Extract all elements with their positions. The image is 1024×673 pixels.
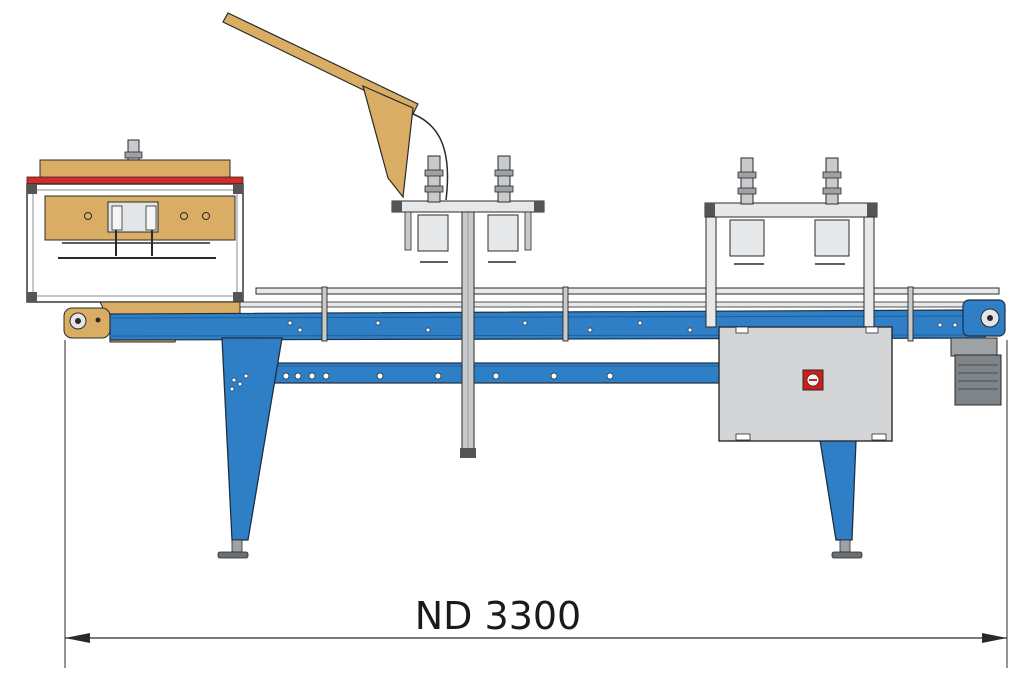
pneumatic-cylinder-icon bbox=[822, 157, 842, 205]
pulley-gear-icon bbox=[63, 307, 111, 339]
lower-stretcher-beam bbox=[239, 362, 721, 384]
top-rail bbox=[26, 176, 244, 185]
arrow-right-icon bbox=[982, 633, 1007, 643]
arrow-left-icon bbox=[65, 633, 90, 643]
center-closing-station bbox=[391, 155, 545, 263]
upper-guide-rail bbox=[239, 287, 1001, 308]
right-closing-frame bbox=[704, 157, 878, 328]
overall-length-dimension: ND 3300 bbox=[64, 340, 1008, 668]
pneumatic-cylinder-icon bbox=[737, 157, 757, 205]
right-leg bbox=[819, 439, 863, 559]
dimension-label: ND 3300 bbox=[415, 594, 581, 638]
center-support-column bbox=[460, 201, 476, 458]
rotary-switch-icon[interactable] bbox=[802, 369, 824, 391]
rail-support-posts bbox=[321, 286, 914, 342]
gear-motor-icon bbox=[950, 299, 1006, 406]
pneumatic-cylinder-icon bbox=[424, 155, 444, 203]
electrical-cabinet bbox=[718, 326, 893, 442]
pneumatic-cylinder-icon bbox=[494, 155, 514, 203]
carton-magazine-unit bbox=[26, 139, 244, 303]
flap-folding-board bbox=[222, 12, 449, 201]
left-leg bbox=[217, 337, 283, 559]
